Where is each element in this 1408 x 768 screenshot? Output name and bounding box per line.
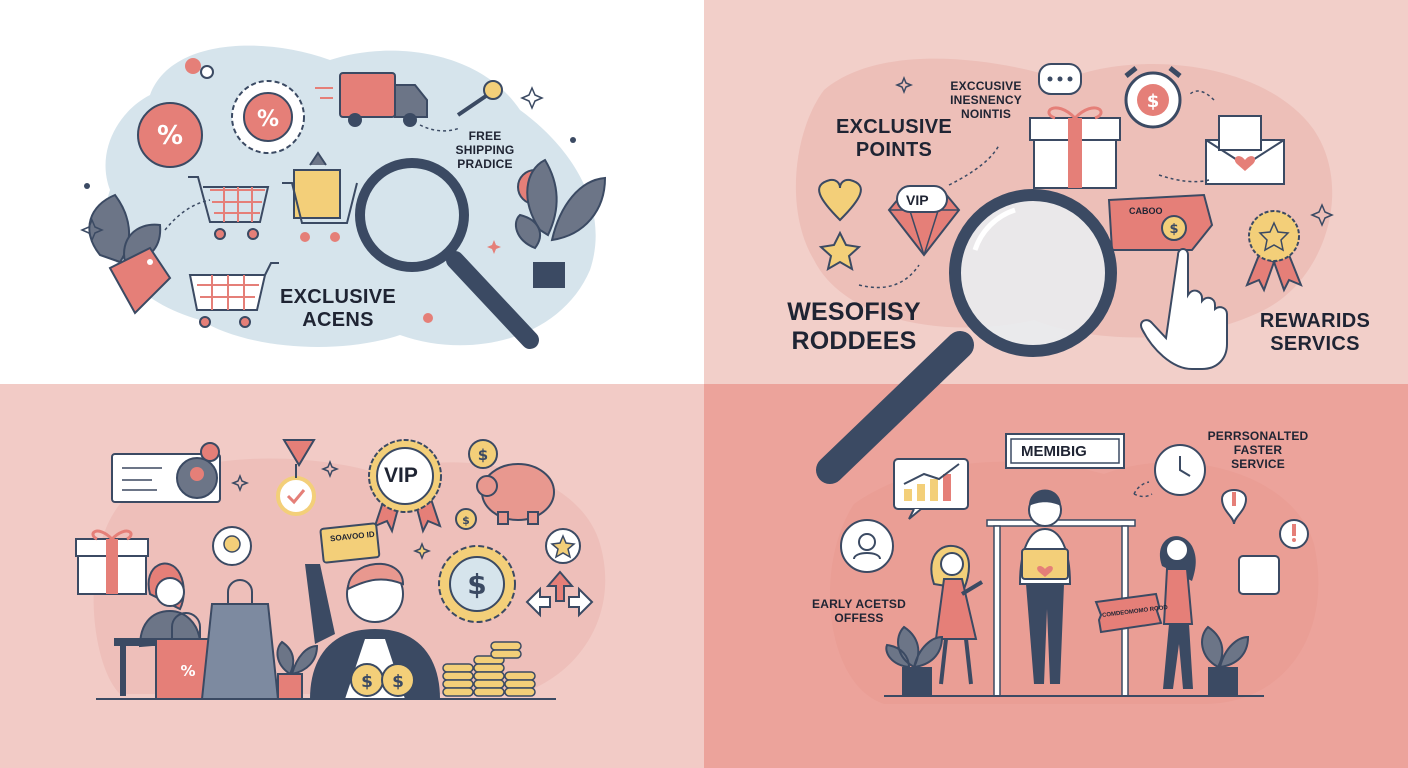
alert-bubble-icon xyxy=(1220,489,1309,595)
speech-bubble-icon xyxy=(1038,63,1082,95)
shopping-cart-icon xyxy=(188,176,270,240)
svg-text:$: $ xyxy=(361,672,373,692)
svg-text:$: $ xyxy=(467,568,486,601)
label-line-1: WESOFISY xyxy=(787,298,921,326)
plant-left-icon xyxy=(885,625,944,695)
member-man-figure xyxy=(1018,489,1072,684)
background-blob xyxy=(830,461,1319,704)
svg-text:$: $ xyxy=(1169,222,1178,237)
profile-card-icon xyxy=(111,442,221,503)
svg-text:$: $ xyxy=(478,446,488,464)
background-blob xyxy=(795,58,1333,338)
label-small-1: EXCCUSIVE xyxy=(950,79,1022,93)
piggy-bank-icon xyxy=(476,463,555,525)
label-line-1: EXCLUSIVE xyxy=(279,286,397,308)
label-line-3: SERVICE xyxy=(1231,456,1285,471)
hand-pointer-icon xyxy=(1140,248,1228,370)
shopping-cart-bottom-icon xyxy=(188,262,279,328)
envelope-heart-icon xyxy=(1205,115,1285,185)
heart-icon xyxy=(818,178,862,222)
label-shipping: SHIPPING xyxy=(455,142,515,157)
membership-sign-label: MEMIBIG xyxy=(1021,443,1087,460)
svg-text:$: $ xyxy=(1147,91,1160,112)
label-line-1: EXCLUSIVE xyxy=(835,116,953,138)
plant-icon xyxy=(276,640,319,700)
percent-seal-icon: % xyxy=(231,80,305,154)
star-badge-icon xyxy=(545,528,581,564)
label-exclusive-access: EXCLUSIVE ACENS xyxy=(268,286,408,332)
shopping-cart-full-icon xyxy=(282,151,358,242)
label-line-1: EARLY ACETSD xyxy=(812,597,906,611)
arrows-icon xyxy=(525,570,594,618)
label-line-2: RODDEES xyxy=(791,326,917,355)
svg-text:%: % xyxy=(257,107,279,132)
coupon-label: CABOO xyxy=(1129,206,1163,216)
gift-box-icon xyxy=(1029,106,1121,189)
label-exccusive-small: EXCCUSIVE INESNENCY NOINTIS xyxy=(936,79,1036,121)
key-icon xyxy=(456,80,503,117)
dollar-gear-icon: $ xyxy=(438,545,516,623)
clock-icon xyxy=(1154,444,1206,496)
panel-exclusive-access: % % % xyxy=(0,0,704,384)
sparkle-icons xyxy=(80,86,576,323)
coin-icon: $ $ xyxy=(350,663,415,697)
chart-growth-icon xyxy=(893,458,969,520)
svg-text:$: $ xyxy=(392,672,404,692)
label-line-1: REWARIDS xyxy=(1259,310,1371,332)
gift-box-icon xyxy=(75,529,149,595)
svg-text:$: $ xyxy=(462,514,470,527)
coin-stack-icon xyxy=(442,641,536,697)
label-line-2: OFFESS xyxy=(834,610,884,625)
label-exclusive-points: EXCLUSIVE POINTS xyxy=(824,116,964,162)
panel-illustration-4 xyxy=(830,433,1319,704)
medal-check-icon xyxy=(276,439,316,516)
panel-vip-perks: $ $ $ xyxy=(0,384,704,768)
coupon-icon xyxy=(1094,592,1163,634)
vip-label: VIP xyxy=(906,192,929,208)
label-line-2: FASTER xyxy=(1233,442,1283,457)
avatar-icon xyxy=(212,526,252,566)
panel-membership: MEMIBIG PERRSONALTED FASTER SERVICE EARL… xyxy=(704,384,1408,768)
label-early-access-offers: EARLY ACETSD OFFESS xyxy=(804,597,914,626)
ribbon-award-icon xyxy=(1245,210,1303,293)
delivery-truck-icon xyxy=(315,72,428,127)
svg-text:%: % xyxy=(157,121,183,151)
membership-sign xyxy=(1005,433,1125,469)
label-personalized-service: PERRSONALTED FASTER SERVICE xyxy=(1188,429,1328,471)
support-agent-bubble xyxy=(840,519,894,573)
coupon-icon: $ xyxy=(1107,193,1214,251)
woman-shopper-figure xyxy=(138,562,202,648)
svg-text:%: % xyxy=(180,662,195,680)
label-free-shipping: FREE SHIPPING PRADICE xyxy=(440,129,530,171)
label-small-3: NOINTIS xyxy=(960,106,1012,121)
label-line-1: PERRSONALTED xyxy=(1207,429,1309,443)
label-small-2: INESNENCY xyxy=(950,92,1022,107)
label-free: FREE xyxy=(468,129,502,143)
woman-left-figure xyxy=(930,544,984,685)
label-line-2: SERVICS xyxy=(1270,333,1360,355)
label-line-2: ACENS xyxy=(302,309,374,331)
potted-plant-icon xyxy=(514,158,607,288)
price-tag-icon xyxy=(108,246,172,315)
woman-right-figure xyxy=(1159,536,1196,689)
label-pradice: PRADICE xyxy=(457,156,513,171)
panel-exclusive-points: $ $ xyxy=(704,0,1408,384)
vip-badge-label: VIP xyxy=(384,464,418,487)
panel-illustration-3: $ $ $ xyxy=(75,439,606,700)
label-line-2: POINTS xyxy=(855,139,933,161)
coin-icon: $ $ xyxy=(455,439,498,530)
label-rewards-services: REWARIDS SERVICS xyxy=(1240,310,1390,356)
plant-right-icon xyxy=(1201,625,1250,695)
label-wesofisy-roddees: WESOFISY RODDEES xyxy=(774,298,934,356)
panel-illustration-1: % % % xyxy=(80,45,607,348)
percent-badge-icon: % xyxy=(137,102,203,168)
vip-badge-icon xyxy=(368,439,442,534)
alarm-clock-icon: $ xyxy=(1124,66,1182,129)
star-icon xyxy=(818,230,862,272)
